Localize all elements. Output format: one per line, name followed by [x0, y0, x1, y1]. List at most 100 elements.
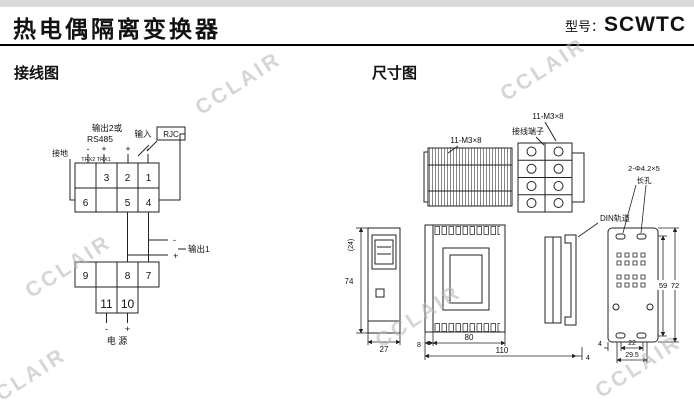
- terminal-numbers-bottom: 9 8 7 11 10: [83, 271, 152, 311]
- screw-head: [553, 181, 564, 191]
- screws-top-label: 11-M3×8: [532, 112, 564, 121]
- terminal-numbers-top: 3 2 1 6 5 4: [83, 173, 152, 209]
- terminal-2: 2: [125, 173, 131, 184]
- thermocouple-slash: [137, 144, 150, 157]
- output1-minus: -: [173, 235, 176, 245]
- terminal-4: 4: [146, 198, 152, 209]
- dim-label-bg: [656, 280, 670, 290]
- rs485-plus: +: [101, 144, 106, 154]
- page-title: 热电偶隔离变换器: [13, 16, 221, 42]
- case-end-cap: [423, 151, 429, 203]
- rs485-minus: -: [87, 144, 90, 154]
- rear-hole: [646, 303, 654, 311]
- display-bezel: [371, 234, 397, 270]
- front-button: [375, 288, 385, 298]
- wiring-section-title: 接线图: [14, 65, 60, 82]
- front-view-dims: [356, 227, 401, 345]
- terminal-10: 10: [121, 297, 135, 311]
- screw-head: [526, 181, 537, 191]
- mounting-slot: [615, 332, 626, 339]
- input-label: 输入: [134, 129, 152, 139]
- rear-view: [607, 184, 659, 343]
- vent-holes: [616, 252, 646, 288]
- input-plus: +: [125, 144, 130, 154]
- mounting-slot: [636, 332, 647, 339]
- terminal-5: 5: [125, 198, 131, 209]
- strip-end-piece: [571, 152, 585, 203]
- dim-24-ref: (24): [348, 239, 355, 251]
- output1-plus: +: [173, 251, 178, 261]
- model-area: 型号：SCWTC: [565, 13, 686, 37]
- terminal-1: 1: [146, 173, 152, 184]
- terminal-block-top: [74, 162, 160, 213]
- screw-head: [526, 198, 537, 208]
- screw-head: [553, 146, 564, 157]
- slot-label-line1: 2-Φ4.2×5: [628, 164, 660, 173]
- ground-wire: [69, 159, 75, 201]
- ground-label: 接地: [52, 148, 68, 158]
- side-view-dims: [424, 332, 583, 360]
- side-inner-rect: [442, 247, 490, 311]
- rear-view-dim-labels: 2-Φ4.2×5 长孔 59 72 22 29.5 4: [598, 164, 682, 359]
- trx-label: TRX2 TRX1: [81, 157, 111, 163]
- side-outline: [424, 224, 506, 333]
- dim-72: 72: [671, 281, 679, 290]
- dim-110: 110: [496, 346, 509, 355]
- front-view-dim-labels: 74 (24) 27: [345, 239, 389, 354]
- output1-labels: - + 输出1: [173, 235, 210, 261]
- din-rail-profile: [564, 234, 577, 326]
- dimensions-section-title: 尺寸图: [372, 65, 418, 82]
- model-value: SCWTC: [604, 13, 686, 36]
- header-divider: [0, 44, 694, 46]
- dim-74: 74: [345, 277, 354, 286]
- rjc-leader: [146, 140, 158, 152]
- output2-label-line2: RS485: [87, 134, 113, 144]
- dimension-diagram: 11-M3×8 接线端子 11-M3×8 74 (24) 27: [345, 112, 682, 363]
- screw-head: [526, 146, 537, 157]
- slot-leader: [640, 184, 647, 234]
- terminal-8: 8: [125, 271, 131, 282]
- dim-4: 4: [586, 355, 590, 362]
- front-outline: [367, 227, 401, 334]
- dim-8: 8: [417, 342, 421, 349]
- dim-27: 27: [380, 345, 389, 354]
- dim-80: 80: [465, 333, 474, 342]
- terminal-3: 3: [104, 173, 110, 184]
- terminal-label: 接线端子: [512, 126, 544, 136]
- top-gray-bar: [0, 0, 694, 7]
- din-label: DIN轨道: [600, 213, 630, 223]
- mounting-slot: [615, 233, 626, 240]
- screw-head: [526, 163, 537, 174]
- terminal-9: 9: [83, 271, 89, 282]
- wiring-diagram: 输出2或 RS485 输入 RJC 接地 - + + - TRX2 TRX1: [52, 123, 210, 346]
- output2-label-line1: 输出2或: [92, 123, 123, 133]
- rear-hole: [612, 303, 620, 311]
- terminal-7: 7: [146, 271, 152, 282]
- power-plus: +: [125, 324, 130, 334]
- top-terminal-teeth: [434, 226, 500, 235]
- dim-22: 22: [628, 340, 636, 347]
- power-minus: -: [105, 324, 108, 334]
- output1-label: 输出1: [188, 244, 210, 254]
- input-minus: -: [147, 144, 150, 154]
- power-label: 电 源: [107, 335, 128, 346]
- dim-29-5: 29.5: [625, 352, 639, 359]
- screws-side-leader: [447, 145, 459, 154]
- bottom-terminal-teeth: [434, 323, 500, 332]
- wiring-wires: [69, 133, 186, 323]
- wiring-top-labels: 输出2或 RS485 输入 RJC 接地 - + + - TRX2 TRX1: [52, 123, 186, 163]
- rjc-label: RJC: [163, 130, 179, 139]
- power-labels: - + 电 源: [105, 324, 130, 346]
- mounting-slot: [636, 233, 647, 240]
- side-view-dim-labels: 8 80 110 4 DIN轨道: [417, 213, 630, 362]
- display-window: [374, 239, 394, 265]
- screw-head: [553, 163, 564, 174]
- side-view: [424, 222, 599, 333]
- dim-4b: 4: [598, 341, 602, 348]
- screws-top-leader: [544, 121, 557, 142]
- front-view: [367, 227, 401, 334]
- screw-head: [553, 198, 564, 208]
- terminal-leader: [535, 136, 545, 146]
- terminal-6: 6: [83, 198, 89, 209]
